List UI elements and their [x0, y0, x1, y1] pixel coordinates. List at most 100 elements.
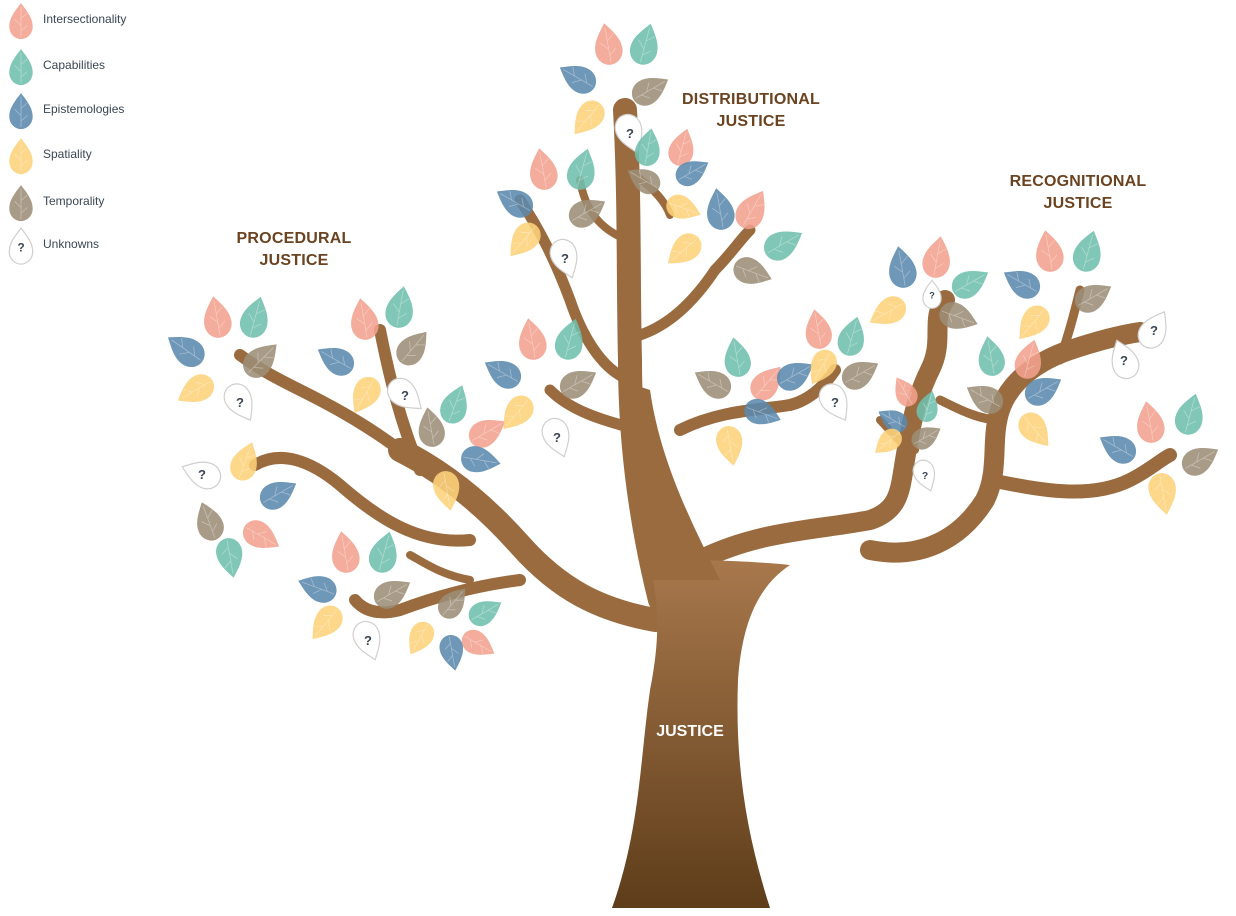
intersectionality-leaf — [735, 190, 765, 229]
recognitional-justice-line-1: RECOGNITIONAL — [1009, 173, 1147, 190]
capabilities-leaf — [837, 316, 864, 356]
capabilities-leaf-icon — [9, 49, 33, 86]
spatiality-leaf — [503, 395, 534, 430]
svg-text:?: ? — [364, 633, 372, 648]
capabilities-leaf — [216, 538, 243, 578]
temporality-leaf — [559, 371, 597, 399]
branch — [983, 448, 1177, 499]
unknowns-leaf: ? — [352, 620, 381, 661]
unknowns-leaf: ? — [1137, 310, 1167, 349]
unknowns-leaf: ? — [223, 383, 253, 422]
intersectionality-leaf — [204, 296, 232, 338]
intersectionality-leaf — [750, 366, 781, 401]
capabilities-leaf — [951, 271, 989, 299]
capabilities-leaf — [385, 286, 413, 328]
temporality-leaf — [243, 344, 277, 378]
trunk-shape — [612, 560, 790, 908]
temporality-leaf — [939, 302, 978, 329]
procedural-justice-line-1: PROCEDURAL — [236, 230, 352, 247]
intersectionality-leaf — [595, 23, 623, 65]
capabilities-leaf — [239, 296, 268, 338]
temporality-leaf — [627, 169, 661, 195]
distributional-justice-label: DISTRIBUTIONAL JUSTICE — [666, 89, 836, 133]
spatiality-leaf — [433, 471, 460, 511]
intersectionality-leaf — [1014, 339, 1041, 379]
epistemologies-leaf — [675, 161, 709, 187]
spatiality-icon-shape — [9, 138, 33, 175]
branch — [860, 322, 1150, 563]
svg-text:?: ? — [1120, 353, 1128, 368]
capabilities-leaf — [916, 390, 938, 423]
epistemologies-leaf — [744, 398, 781, 425]
capabilities-leaf — [566, 148, 595, 190]
capabilities-leaf — [1174, 393, 1203, 435]
temporality-leaf-icon — [9, 185, 33, 222]
branch — [935, 395, 1005, 425]
epistemologies-leaf — [496, 190, 534, 218]
temporality-leaf — [966, 386, 1004, 414]
temporality-leaf — [631, 78, 669, 106]
temporality-leaf — [1181, 448, 1219, 476]
svg-text:?: ? — [831, 395, 839, 410]
capabilities-leaf — [468, 601, 502, 627]
epistemologies-leaf — [1003, 271, 1041, 299]
svg-text:?: ? — [626, 126, 634, 141]
capabilities-leaf — [634, 128, 660, 166]
svg-text:?: ? — [1150, 323, 1158, 338]
recognitional-justice-line-2: JUSTICE — [1043, 195, 1113, 212]
branch — [634, 224, 756, 341]
temporality-leaf — [197, 502, 224, 541]
spatiality-leaf — [875, 428, 902, 453]
intersectionality-leaf — [461, 629, 495, 655]
legend-item-unknowns: ? Unknowns — [6, 225, 196, 271]
spatiality-leaf — [1019, 305, 1050, 340]
svg-text:?: ? — [922, 471, 928, 482]
temporality-leaf — [396, 331, 427, 366]
spatiality-leaf — [869, 296, 907, 324]
intersectionality-leaf — [1036, 230, 1064, 272]
legend-item-intersectionality: Intersectionality — [6, 0, 196, 46]
svg-text:?: ? — [929, 291, 935, 301]
branch — [690, 290, 955, 570]
unknowns-leaf: ? — [387, 377, 422, 410]
distributional-justice-line-2: JUSTICE — [716, 113, 786, 130]
svg-text:?: ? — [401, 388, 409, 403]
epistemologies-leaf — [1024, 378, 1062, 406]
spatiality-leaf — [666, 194, 701, 219]
spatiality-leaf — [510, 222, 541, 257]
temporality-leaf — [841, 362, 879, 390]
epistemologies-leaf — [878, 410, 908, 433]
distributional-justice-line-1: DISTRIBUTIONAL — [682, 91, 820, 108]
capabilities-leaf — [764, 231, 803, 261]
temporality-leaf — [438, 588, 466, 619]
procedural-justice-label: PROCEDURAL JUSTICE — [214, 228, 374, 272]
spatiality-leaf — [667, 233, 702, 264]
spatiality-leaf — [810, 349, 837, 385]
epistemologies-leaf — [707, 188, 735, 230]
spatiality-leaf-icon — [9, 138, 33, 175]
branch — [674, 364, 841, 436]
spatiality-leaf — [177, 374, 215, 402]
epistemologies-leaf — [298, 576, 337, 603]
legend-label-epistemologies: Epistemologies — [43, 102, 125, 116]
epistemologies-leaf — [484, 361, 522, 389]
branch — [249, 451, 476, 547]
legend-label-spatiality: Spatiality — [43, 147, 92, 161]
legend-label-temporality: Temporality — [43, 194, 105, 208]
spatiality-leaf — [1018, 412, 1049, 447]
legend-item-temporality: Temporality — [6, 182, 196, 228]
unknowns-leaf: ? — [181, 461, 222, 490]
temporality-leaf — [568, 200, 606, 228]
epistemologies-leaf — [167, 337, 205, 368]
legend-item-epistemologies: Epistemologies — [6, 90, 196, 136]
temporality-leaf — [1074, 285, 1112, 313]
epistemologies-leaf — [889, 246, 917, 288]
capabilities-icon-shape — [9, 49, 33, 86]
intersectionality-leaf — [1137, 401, 1165, 443]
legend-label-capabilities: Capabilities — [43, 58, 106, 72]
intersectionality-leaf — [351, 298, 379, 340]
unknowns-leaf: ? — [549, 238, 578, 279]
temporality-icon-shape — [9, 185, 33, 222]
unknowns-leaf: ? — [614, 113, 643, 154]
